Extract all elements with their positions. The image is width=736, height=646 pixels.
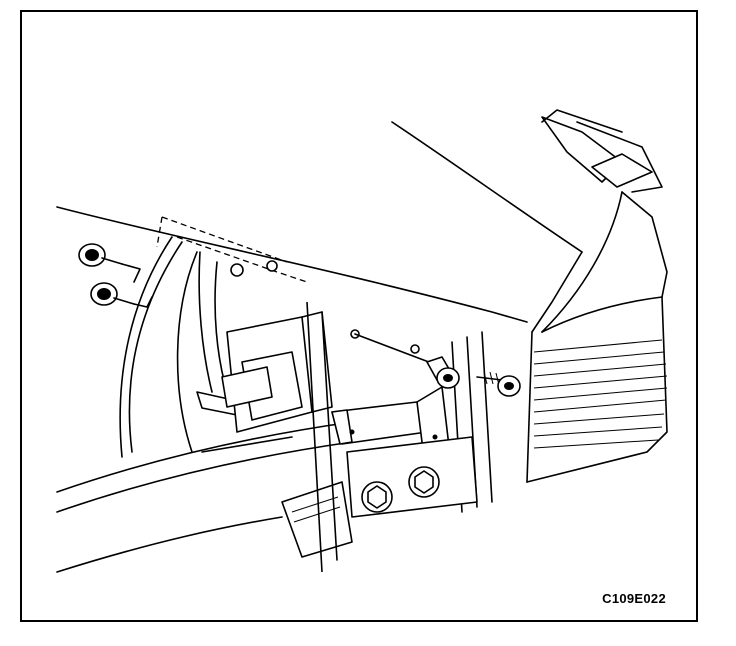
- ribbed-side-panel: [526, 296, 668, 483]
- upper-panel: [56, 109, 668, 333]
- right-bolts: [350, 329, 521, 397]
- figure-code: C109E022: [602, 591, 666, 606]
- diagram-frame: C109E022: [20, 10, 698, 622]
- left-bolts: [78, 243, 153, 308]
- mounting-bracket: [306, 301, 493, 573]
- removed-part-outline: [156, 216, 308, 283]
- side-trim: [119, 236, 198, 458]
- mounting-bracket-illustration: [56, 109, 668, 573]
- frame-rails: [56, 421, 353, 573]
- bracket-bolts: [361, 466, 440, 513]
- module-box: [221, 311, 333, 433]
